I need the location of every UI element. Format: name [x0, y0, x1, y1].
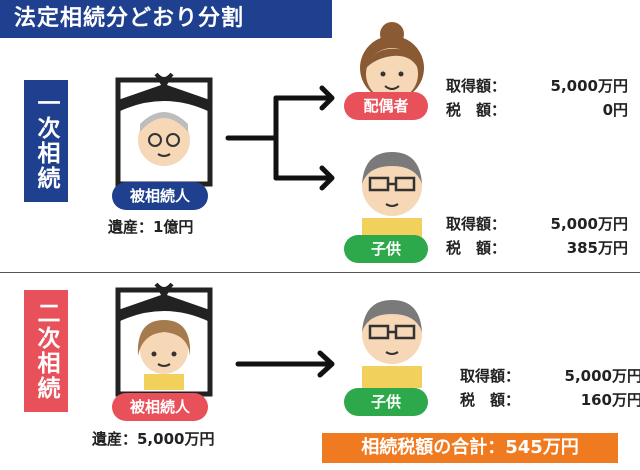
- tax-value: 0円: [602, 101, 628, 119]
- deceased-tag: 被相続人: [112, 182, 208, 210]
- heir-info-child: 取得額： 5,000万円 税 額： 160万円: [460, 364, 640, 412]
- primary-inheritance-label: 一次相続: [24, 80, 68, 202]
- tax-label: 税 額：: [446, 239, 507, 257]
- person-icon: [362, 152, 422, 240]
- section-divider: [0, 272, 640, 273]
- tax-value: 385万円: [566, 239, 628, 257]
- acquisition-label: 取得額：: [446, 77, 507, 95]
- arrow-icon: [235, 350, 335, 378]
- heir-tag-spouse: 配偶者: [344, 92, 428, 120]
- estate-value: 遺産：5,000万円: [92, 430, 215, 448]
- arrow-icon: [225, 85, 335, 191]
- tax-value: 160万円: [580, 391, 640, 409]
- tax-label: 税 額：: [460, 391, 521, 409]
- deceased-tag: 被相続人: [112, 393, 208, 421]
- secondary-inheritance-label: 二次相続: [24, 290, 68, 412]
- funeral-portrait-icon: [115, 282, 213, 397]
- acquisition-label: 取得額：: [446, 215, 507, 233]
- page-title: 法定相続分どおり分割: [0, 0, 332, 38]
- estate-value: 遺産：1億円: [108, 218, 194, 236]
- acquisition-label: 取得額：: [460, 367, 521, 385]
- heir-info-spouse: 取得額： 5,000万円 税 額： 0円: [446, 74, 628, 122]
- funeral-portrait-icon: [115, 72, 213, 187]
- person-icon: [362, 300, 422, 388]
- heir-tag-child: 子供: [344, 388, 428, 416]
- heir-info-child: 取得額： 5,000万円 税 額： 385万円: [446, 212, 628, 260]
- total-tax-banner: 相続税額の合計：545万円: [322, 433, 618, 463]
- acquisition-value: 5,000万円: [550, 77, 628, 95]
- person-icon: [360, 22, 424, 100]
- acquisition-value: 5,000万円: [550, 215, 628, 233]
- tax-label: 税 額：: [446, 101, 507, 119]
- acquisition-value: 5,000万円: [564, 367, 640, 385]
- heir-tag-child: 子供: [344, 235, 428, 263]
